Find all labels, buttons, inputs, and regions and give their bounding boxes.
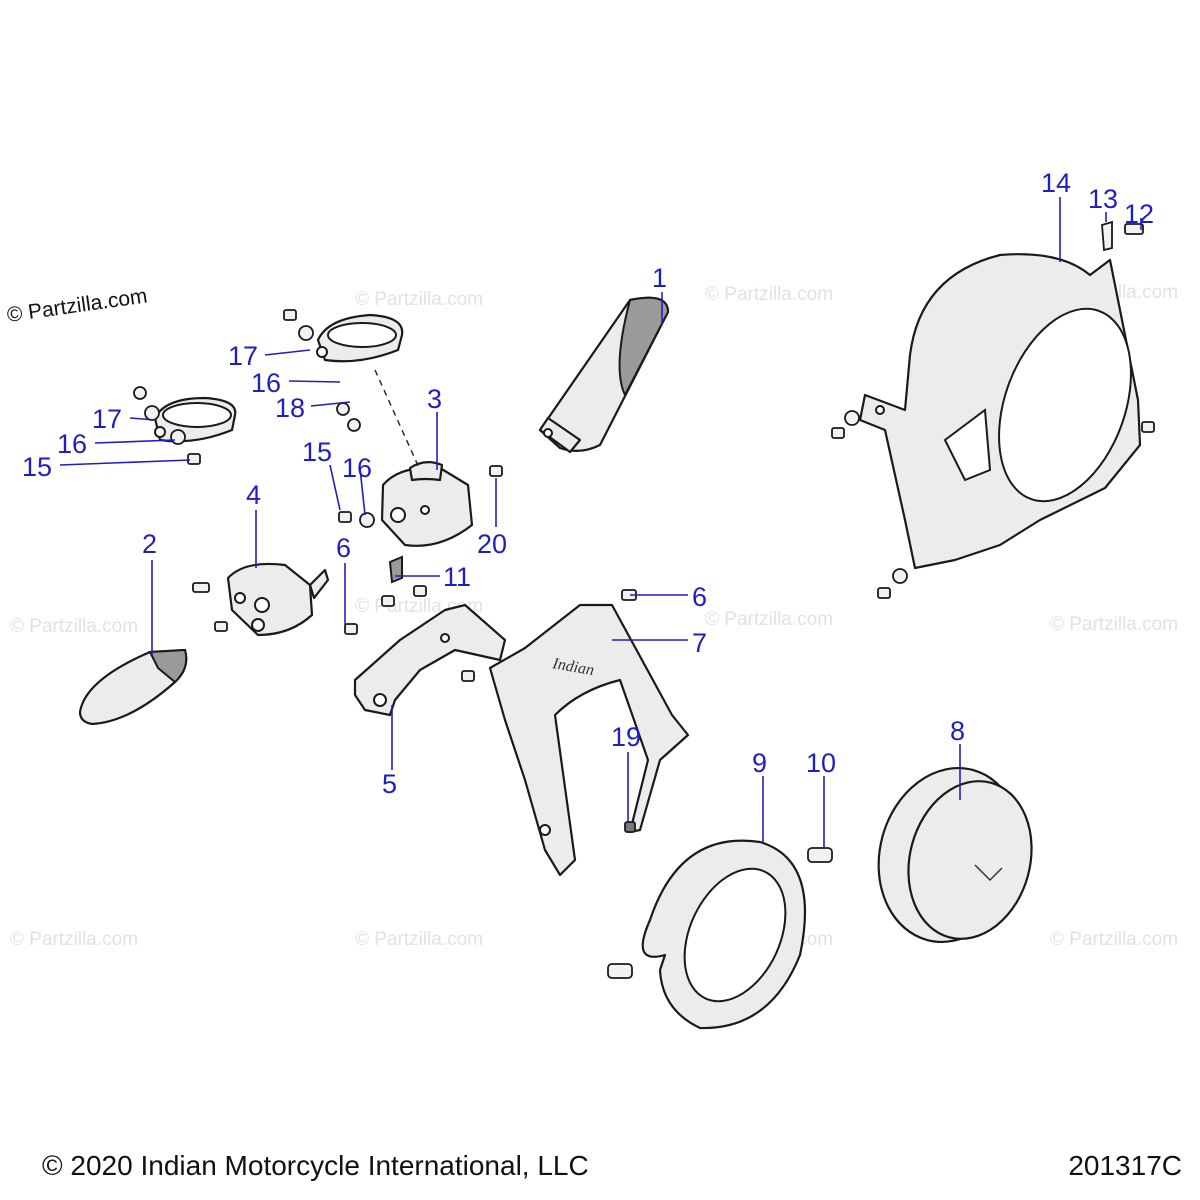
figure-code: 201317C <box>1068 1150 1182 1181</box>
callout-16: 16 <box>57 429 87 459</box>
callout-18: 18 <box>275 393 305 423</box>
watermark-text: © Partzilla.com <box>705 284 833 305</box>
part-1-turn-signal-right <box>538 296 670 454</box>
callout-11: 11 <box>443 562 471 592</box>
callout-17: 17 <box>228 341 258 371</box>
callout-15: 15 <box>302 437 332 467</box>
watermark-text: © Partzilla.com <box>10 616 138 637</box>
part-7-headlight-bracket: Indian <box>488 603 690 877</box>
callout-1: 1 <box>652 263 667 293</box>
part-4-switch-housing <box>226 562 330 637</box>
callout-7: 7 <box>692 628 707 658</box>
watermark-text: © Partzilla.com <box>1050 929 1178 950</box>
watermark-main: © Partzilla.com <box>5 284 148 326</box>
callout-20: 20 <box>477 529 507 559</box>
part-9-trim-ring <box>641 839 807 1030</box>
callout-17: 17 <box>92 404 122 434</box>
part-14-fairing <box>858 253 1142 570</box>
part-17-handlebar-clamp <box>153 396 237 443</box>
callout-16: 16 <box>251 368 281 398</box>
part-5-bracket <box>353 603 507 717</box>
callout-10: 10 <box>806 748 836 778</box>
callout-2: 2 <box>142 529 157 559</box>
watermark-text: © Partzilla.com <box>1050 614 1178 635</box>
callout-3: 3 <box>427 384 442 414</box>
callout-14: 14 <box>1041 168 1071 198</box>
watermark-text: © Partzilla.com <box>355 929 483 950</box>
watermark-text: © Partzilla.com <box>355 289 483 310</box>
callout-9: 9 <box>752 748 767 778</box>
callout-16: 16 <box>342 453 372 483</box>
callout-13: 13 <box>1088 184 1118 214</box>
part-2-turn-signal-left <box>78 648 188 726</box>
part-8-headlight <box>877 766 1033 944</box>
assembly-line <box>374 369 421 471</box>
callout-15: 15 <box>22 452 52 482</box>
fasteners <box>133 220 1155 979</box>
callouts: 1 2 3 4 5 6 6 7 8 9 10 11 12 13 14 15 15… <box>22 168 1154 799</box>
watermark-text: © Partzilla.com <box>705 609 833 630</box>
callout-8: 8 <box>950 716 965 746</box>
callout-19: 19 <box>611 722 641 752</box>
part-17-handlebar-clamp <box>316 313 404 363</box>
watermark-text: © Partzilla.com <box>10 929 138 950</box>
leader-lines <box>59 197 1142 848</box>
callout-6: 6 <box>692 582 707 612</box>
callout-5: 5 <box>382 769 397 799</box>
part-3-switch-housing <box>380 461 474 547</box>
callout-6: 6 <box>336 533 351 563</box>
callout-4: 4 <box>246 480 261 510</box>
callout-12: 12 <box>1124 199 1154 229</box>
copyright-notice: © 2020 Indian Motorcycle International, … <box>42 1150 589 1181</box>
